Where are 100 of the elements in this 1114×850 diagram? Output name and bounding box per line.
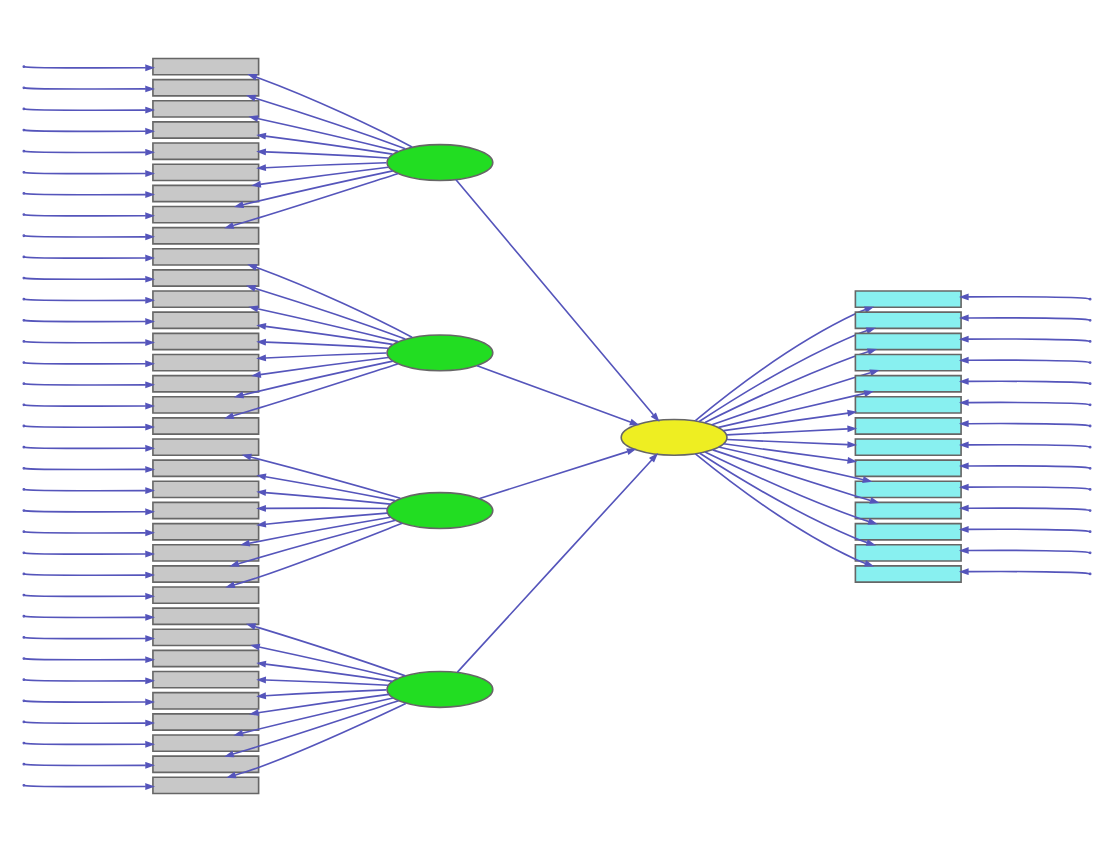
arrow <box>23 84 156 92</box>
arrow <box>726 437 858 448</box>
arrow <box>23 782 156 789</box>
arrow <box>478 447 637 499</box>
node-box <box>854 479 962 498</box>
arrow <box>256 337 389 349</box>
node-box <box>854 289 962 308</box>
arrow <box>958 355 1091 363</box>
arrow <box>229 518 397 566</box>
node-box <box>854 331 962 350</box>
arrow <box>23 528 156 536</box>
node-box <box>854 542 962 561</box>
node-ellipse <box>386 333 494 371</box>
arrow <box>23 147 156 155</box>
arrow <box>958 313 1091 321</box>
arrow <box>224 698 400 757</box>
node-box <box>854 373 962 392</box>
arrow <box>23 760 156 768</box>
arrow <box>256 488 392 504</box>
arrow <box>256 322 394 345</box>
node-box <box>854 564 962 582</box>
node-box <box>152 141 260 160</box>
arrow <box>224 362 399 418</box>
node-box <box>152 162 260 181</box>
node-box <box>854 437 962 456</box>
arrow <box>958 419 1091 427</box>
node-box <box>854 352 962 371</box>
node-box <box>152 56 260 75</box>
node-box <box>152 352 260 371</box>
node-box <box>152 542 260 561</box>
arrow <box>23 63 156 71</box>
node-box <box>854 500 962 519</box>
arrow <box>225 521 403 588</box>
node-box <box>152 120 260 138</box>
arrow <box>256 675 389 686</box>
node-box <box>152 331 260 350</box>
arrow <box>245 93 407 149</box>
arrow <box>704 450 878 524</box>
node-box <box>152 754 260 773</box>
arrow <box>23 338 156 346</box>
node-box <box>152 648 260 667</box>
node-box <box>152 627 260 646</box>
arrow <box>233 169 394 207</box>
arrow <box>23 190 156 198</box>
node-box <box>152 310 260 329</box>
node-box <box>152 416 260 434</box>
node-box <box>152 564 260 582</box>
arrow <box>23 613 156 620</box>
node-box <box>152 289 260 308</box>
arrow <box>250 642 399 679</box>
arrow <box>704 347 878 423</box>
arrow <box>23 634 156 641</box>
arrow <box>698 326 877 422</box>
arrow <box>23 359 156 367</box>
arrow <box>958 334 1091 342</box>
arrow <box>23 507 156 515</box>
node-box <box>152 606 260 625</box>
arrow <box>23 317 156 324</box>
arrow <box>23 169 156 176</box>
node-box <box>854 394 962 413</box>
arrow <box>722 408 858 431</box>
arrow <box>256 351 388 361</box>
arrow <box>256 511 388 527</box>
arrow <box>23 295 156 303</box>
arrow <box>256 503 388 511</box>
arrow <box>251 165 389 187</box>
arrow <box>698 451 877 545</box>
node-box <box>152 500 260 519</box>
node-box <box>152 585 260 604</box>
arrow <box>23 655 156 663</box>
arrow <box>245 284 407 339</box>
arrow <box>248 692 390 716</box>
arrow <box>226 701 407 778</box>
arrow <box>240 515 392 546</box>
node-box <box>152 98 260 117</box>
arrow <box>23 380 156 388</box>
node-box <box>152 733 260 752</box>
arrow <box>726 424 858 435</box>
arrow <box>247 72 413 147</box>
node-box <box>152 669 260 688</box>
arrow <box>694 452 875 566</box>
node-box <box>854 521 962 540</box>
node-box <box>152 225 260 244</box>
arrow <box>958 377 1091 384</box>
arrow <box>476 364 640 425</box>
node-box <box>152 437 260 456</box>
node-box <box>152 373 260 392</box>
arrow <box>241 452 402 499</box>
node-box <box>152 77 260 96</box>
arrow <box>23 211 156 219</box>
node-box <box>152 458 260 477</box>
arrow <box>248 114 399 152</box>
node-box <box>152 394 260 413</box>
arrow <box>958 461 1091 469</box>
arrow <box>247 263 413 338</box>
arrow <box>23 232 156 240</box>
node-ellipse <box>386 142 494 181</box>
node-box <box>152 690 260 709</box>
arrow <box>958 567 1091 575</box>
arrow <box>251 355 389 377</box>
